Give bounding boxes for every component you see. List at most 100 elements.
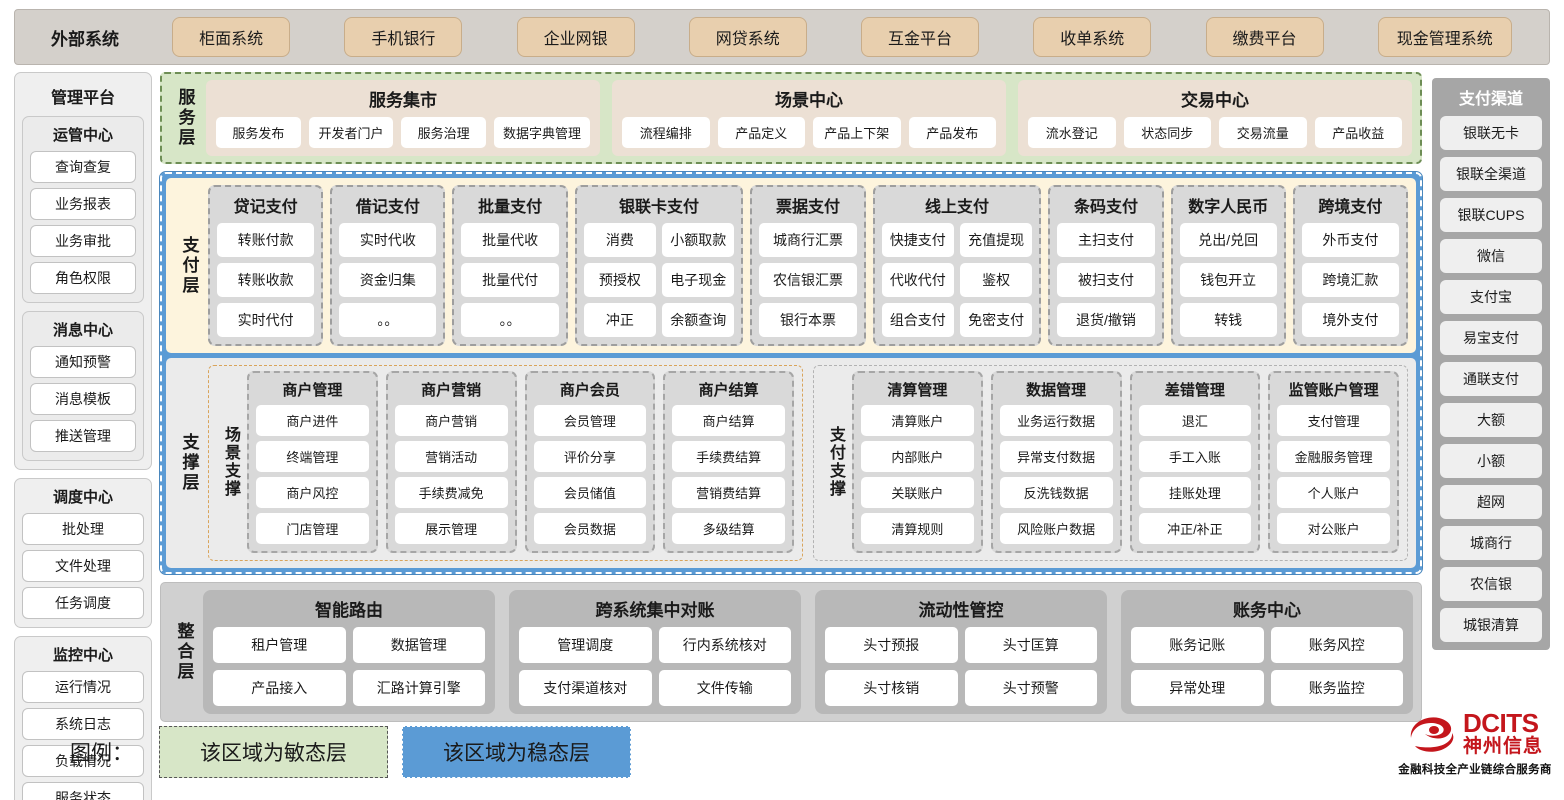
payment-item[interactable]: 城商行汇票 (759, 223, 857, 257)
service-item[interactable]: 产品发布 (908, 117, 996, 148)
payment-channel-item[interactable]: 银联无卡 (1440, 116, 1542, 150)
integration-item[interactable]: 行内系统核对 (658, 627, 791, 663)
payment-item[interactable]: 快捷支付 (881, 223, 954, 257)
payment-item[interactable]: 转钱 (1179, 303, 1277, 337)
payment-channel-item[interactable]: 城银清算 (1440, 608, 1542, 642)
integration-item[interactable]: 产品接入 (213, 670, 346, 706)
integration-item[interactable]: 账务记账 (1131, 627, 1264, 663)
integration-item[interactable]: 支付渠道核对 (519, 670, 652, 706)
external-system-item[interactable]: 企业网银 (516, 17, 635, 57)
payment-channel-item[interactable]: 通联支付 (1440, 362, 1542, 396)
external-system-item[interactable]: 收单系统 (1033, 17, 1152, 57)
integration-item[interactable]: 账务监控 (1270, 670, 1403, 706)
payment-item[interactable]: 免密支付 (959, 303, 1033, 337)
service-item[interactable]: 服务发布 (216, 117, 301, 148)
service-item[interactable]: 产品收益 (1314, 117, 1402, 148)
payment-item[interactable]: 退货/撤销 (1057, 303, 1155, 337)
payment-item[interactable]: 消费 (583, 223, 657, 257)
payment-item[interactable]: 。。 (339, 303, 437, 337)
management-item[interactable]: 服务状态 (22, 782, 144, 800)
management-item[interactable]: 通知预警 (30, 346, 136, 378)
support-item[interactable]: 挂账处理 (1138, 477, 1252, 508)
service-item[interactable]: 交易流量 (1219, 117, 1307, 148)
external-system-item[interactable]: 缴费平台 (1205, 17, 1324, 57)
payment-item[interactable]: 鉴权 (959, 263, 1033, 297)
payment-item[interactable]: 组合支付 (881, 303, 954, 337)
support-item[interactable]: 清算规则 (861, 513, 974, 544)
payment-item[interactable]: 农信银汇票 (759, 263, 857, 297)
support-item[interactable]: 手工入账 (1138, 441, 1252, 472)
management-item[interactable]: 文件处理 (22, 550, 144, 582)
payment-item[interactable]: 实时代付 (217, 303, 315, 337)
management-item[interactable]: 批处理 (22, 513, 144, 545)
support-item[interactable]: 清算账户 (861, 405, 974, 436)
support-item[interactable]: 手续费结算 (672, 441, 785, 472)
integration-item[interactable]: 头寸预警 (964, 670, 1097, 706)
payment-item[interactable]: 转账收款 (217, 263, 315, 297)
management-item[interactable]: 系统日志 (22, 708, 144, 740)
payment-channel-item[interactable]: 银联CUPS (1440, 198, 1542, 232)
support-item[interactable]: 门店管理 (256, 513, 369, 544)
payment-item[interactable]: 小额取款 (662, 223, 735, 257)
support-item[interactable]: 个人账户 (1277, 477, 1390, 508)
external-system-item[interactable]: 网贷系统 (688, 17, 807, 57)
support-item[interactable]: 关联账户 (861, 477, 974, 508)
payment-channel-item[interactable]: 超网 (1440, 485, 1542, 519)
service-item[interactable]: 产品定义 (717, 117, 805, 148)
management-item[interactable]: 业务报表 (30, 188, 136, 220)
external-system-item[interactable]: 现金管理系统 (1377, 17, 1512, 57)
payment-item[interactable]: 资金归集 (339, 263, 437, 297)
support-item[interactable]: 终端管理 (256, 441, 369, 472)
service-item[interactable]: 开发者门户 (308, 117, 394, 148)
integration-item[interactable]: 管理调度 (519, 627, 652, 663)
payment-item[interactable]: 外币支付 (1301, 223, 1400, 257)
payment-item[interactable]: 实时代收 (339, 223, 437, 257)
payment-item[interactable]: 冲正 (583, 303, 657, 337)
payment-channel-item[interactable]: 小额 (1440, 444, 1542, 478)
integration-item[interactable]: 账务风控 (1270, 627, 1403, 663)
management-item[interactable]: 运行情况 (22, 671, 144, 703)
service-item[interactable]: 数据字典管理 (493, 117, 590, 148)
payment-channel-item[interactable]: 微信 (1440, 239, 1542, 273)
support-item[interactable]: 手续费减免 (394, 477, 508, 508)
support-item[interactable]: 展示管理 (394, 513, 508, 544)
payment-item[interactable]: 跨境汇款 (1301, 263, 1400, 297)
management-item[interactable]: 消息模板 (30, 383, 136, 415)
payment-channel-item[interactable]: 银联全渠道 (1440, 157, 1542, 191)
support-item[interactable]: 异常支付数据 (999, 441, 1113, 472)
support-item[interactable]: 冲正/补正 (1138, 513, 1252, 544)
integration-item[interactable]: 文件传输 (658, 670, 791, 706)
service-item[interactable]: 服务治理 (401, 117, 486, 148)
external-system-item[interactable]: 手机银行 (344, 17, 463, 57)
support-item[interactable]: 商户营销 (394, 405, 508, 436)
support-item[interactable]: 会员管理 (533, 405, 647, 436)
payment-channel-item[interactable]: 大额 (1440, 403, 1542, 437)
management-item[interactable]: 查询查复 (30, 151, 136, 183)
support-item[interactable]: 业务运行数据 (999, 405, 1113, 436)
external-system-item[interactable]: 柜面系统 (172, 17, 291, 57)
support-item[interactable]: 退汇 (1138, 405, 1252, 436)
integration-item[interactable]: 租户管理 (213, 627, 346, 663)
support-item[interactable]: 会员数据 (533, 513, 647, 544)
payment-item[interactable]: 被扫支付 (1057, 263, 1155, 297)
integration-item[interactable]: 数据管理 (352, 627, 485, 663)
support-item[interactable]: 支付管理 (1277, 405, 1390, 436)
payment-item[interactable]: 主扫支付 (1057, 223, 1155, 257)
payment-channel-item[interactable]: 城商行 (1440, 526, 1542, 560)
integration-item[interactable]: 头寸预报 (825, 627, 958, 663)
payment-channel-item[interactable]: 支付宝 (1440, 280, 1542, 314)
management-item[interactable]: 推送管理 (30, 420, 136, 452)
payment-item[interactable]: 转账付款 (217, 223, 315, 257)
support-item[interactable]: 会员储值 (533, 477, 647, 508)
support-item[interactable]: 商户风控 (256, 477, 369, 508)
management-item[interactable]: 任务调度 (22, 587, 144, 619)
support-item[interactable]: 内部账户 (861, 441, 974, 472)
support-item[interactable]: 营销活动 (394, 441, 508, 472)
integration-item[interactable]: 头寸核销 (825, 670, 958, 706)
support-item[interactable]: 金融服务管理 (1277, 441, 1390, 472)
management-item[interactable]: 业务审批 (30, 225, 136, 257)
service-item[interactable]: 流水登记 (1028, 117, 1116, 148)
support-item[interactable]: 评价分享 (533, 441, 647, 472)
payment-item[interactable]: 银行本票 (759, 303, 857, 337)
payment-item[interactable]: 代收代付 (881, 263, 954, 297)
